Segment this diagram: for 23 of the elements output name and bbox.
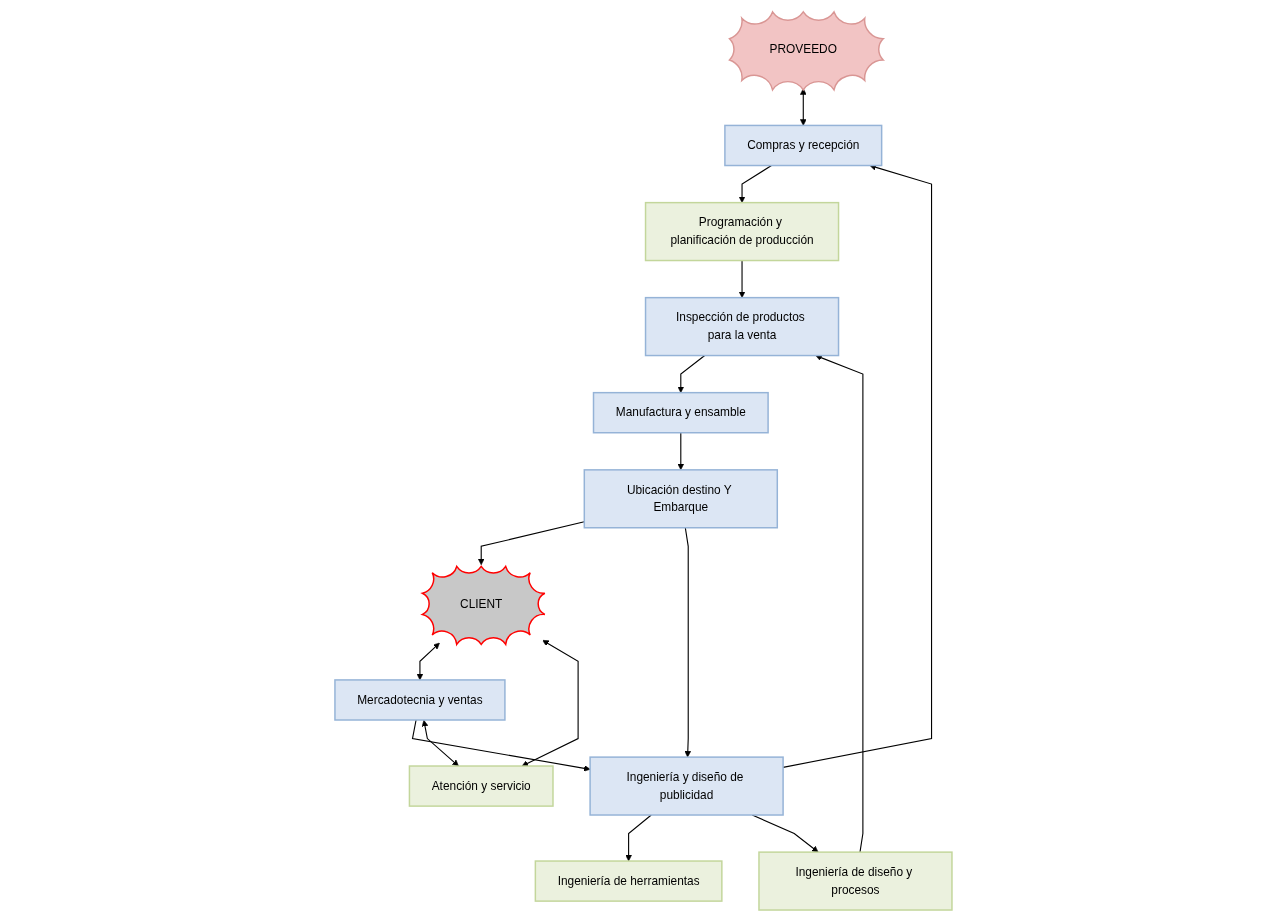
node-box: Ingeniería de diseño y procesos [757,851,953,911]
arrow [684,527,691,758]
node-box: Programación y planificación de producción [644,201,839,262]
node-box: Manufactura y ensamble [592,391,769,434]
node-box: Ubicación destino Y Embarque [583,469,778,529]
arrow [782,164,932,768]
arrow [677,355,705,393]
node-box: Ingeniería de herramientas [534,860,723,902]
node-box: Inspección de productos para la venta [644,296,839,357]
arrow [799,88,807,126]
arrow [421,720,459,767]
arrow [738,260,745,298]
node-box: Compras y recepción [723,124,882,167]
arrow [738,164,772,203]
node-box: Atención y servicio [408,765,554,807]
node-box: Ingeniería y diseño de publicidad [588,756,784,816]
arrow [624,814,652,862]
arrow [411,719,590,772]
arrow [677,432,684,471]
arrow [521,640,579,767]
node-box: Mercadotecnia y ventas [333,679,506,721]
arrow [814,354,863,853]
arrow [416,642,440,681]
